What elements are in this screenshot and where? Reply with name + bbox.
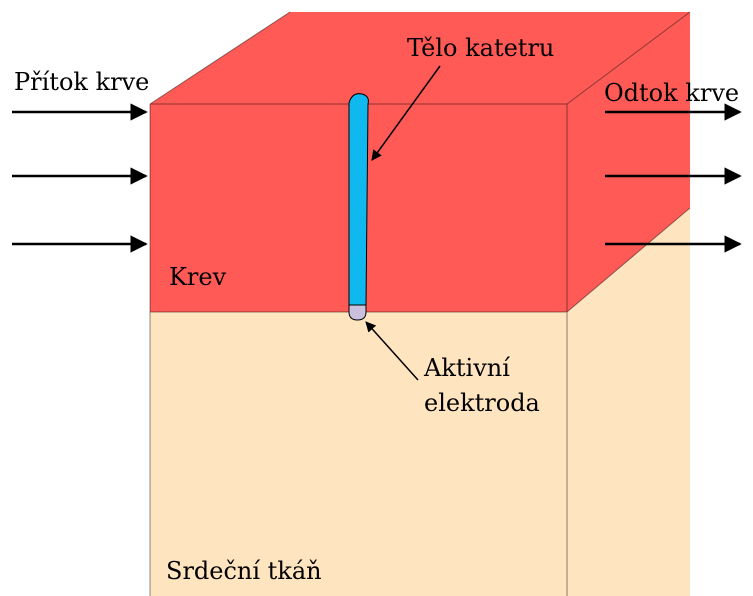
inflow-arrows (12, 103, 148, 253)
tissue-side-face (567, 208, 690, 596)
heart-tissue-label: Srdeční tkáň (166, 557, 322, 585)
outflow-label: Odtok krve (604, 79, 739, 107)
catheter-body (348, 93, 369, 307)
blood-label: Krev (169, 263, 227, 291)
active-electrode (348, 304, 367, 321)
tissue-front-face (150, 312, 567, 596)
active-electrode-label-line2: elektroda (424, 389, 540, 417)
blood-side-face (567, 12, 690, 312)
catheter-body-label: Tělo katetru (407, 34, 554, 62)
pointer-arrow-icon (365, 321, 419, 381)
active-electrode-label-line1: Aktivní (423, 354, 510, 382)
blood-top-face (150, 12, 690, 104)
inflow-label: Přítok krve (14, 68, 149, 96)
outflow-arrows (605, 103, 742, 253)
catheter (348, 93, 369, 321)
pointer-arrow-icon (371, 65, 441, 161)
